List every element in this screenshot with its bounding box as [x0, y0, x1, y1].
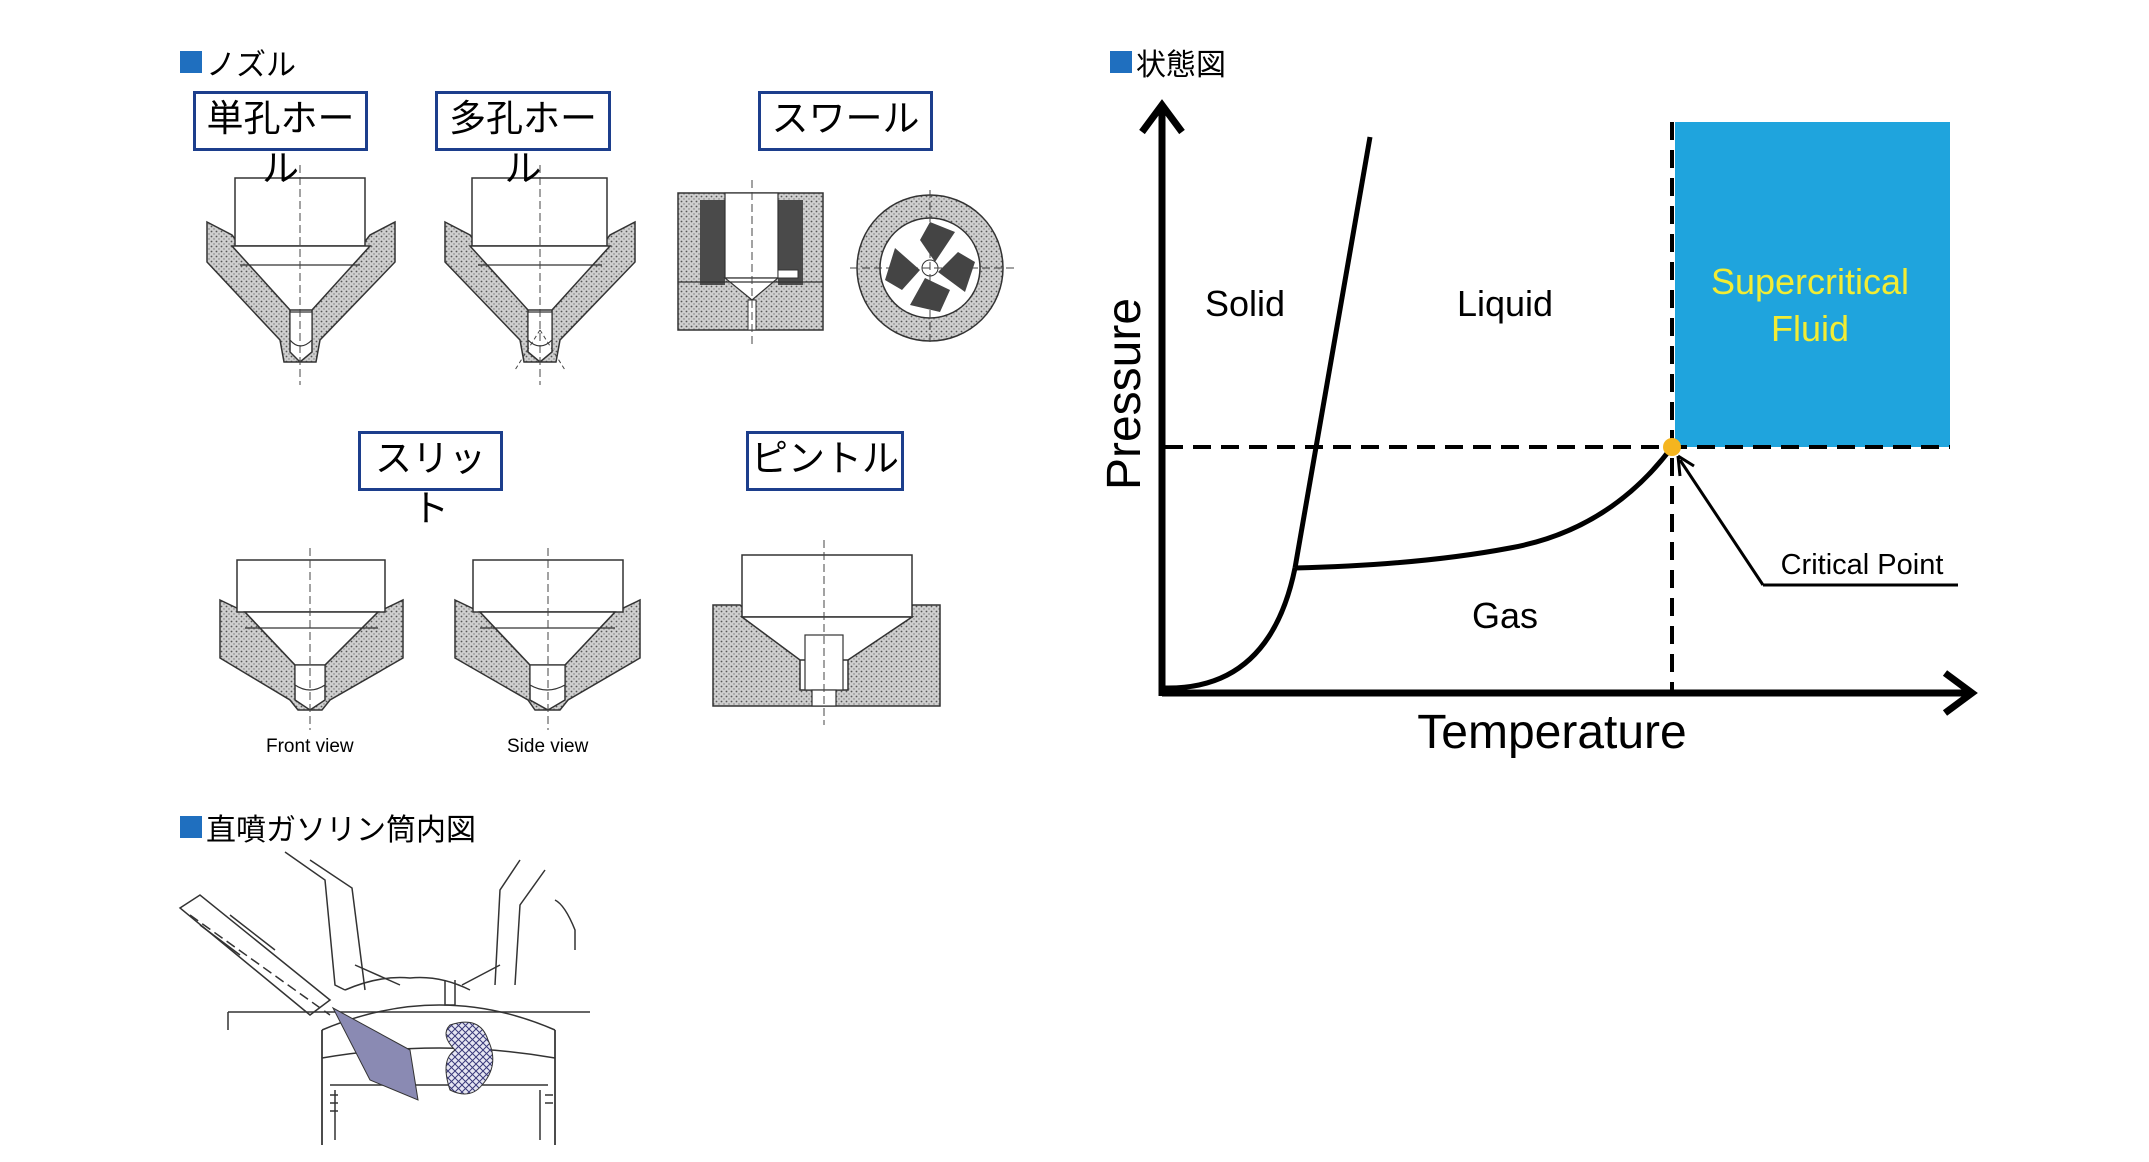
label-pintle: ピントル: [746, 431, 904, 491]
cylinder-heading-text: 直噴ガソリン筒内図: [206, 813, 476, 848]
nozzle-section-heading: ノズル: [180, 40, 296, 84]
critical-point-arrow-head: [1676, 454, 1695, 477]
solid-gas-boundary-curve: [1164, 567, 1298, 691]
label-multi-hole: 多孔ホール: [435, 91, 611, 190]
swirl-nozzle-side-drawing: [677, 180, 824, 345]
pintle-nozzle-drawing: [712, 540, 941, 725]
critical-point-marker: [1663, 438, 1681, 456]
fuel-cloud-region: [445, 1021, 494, 1095]
slit-nozzle-front-drawing: [219, 548, 404, 730]
critical-point-arrow-shaft: [1678, 459, 1765, 586]
x-axis-label: Temperature: [1417, 706, 1686, 759]
y-axis-label: Pressure: [1098, 298, 1151, 490]
cylinder-section-heading: 直噴ガソリン筒内図: [180, 805, 476, 849]
square-bullet-icon: [180, 816, 202, 838]
cylinder-cross-section-drawing: [178, 851, 590, 1145]
y-axis-arrowhead: [1139, 99, 1185, 135]
critical-point-label: Critical Point: [1781, 549, 1944, 581]
label-swirl: スワール: [758, 91, 933, 151]
label-slit: スリット: [358, 431, 503, 530]
square-bullet-icon: [180, 51, 202, 73]
square-bullet-icon: [1110, 51, 1132, 73]
phase-section-heading: 状態図: [1110, 40, 1226, 84]
region-label-liquid: Liquid: [1457, 283, 1553, 324]
front-view-label: Front view: [266, 736, 354, 757]
supercritical-region: [1675, 122, 1950, 447]
multi-hole-nozzle-drawing: [444, 165, 636, 385]
fuel-spray-cone: [331, 1006, 419, 1101]
side-view-label: Side view: [507, 736, 589, 757]
slit-nozzle-side-drawing: [454, 548, 641, 730]
nozzle-heading-text: ノズル: [206, 48, 296, 83]
region-label-solid: Solid: [1205, 283, 1285, 324]
label-single-hole: 単孔ホール: [193, 91, 368, 190]
single-hole-nozzle-drawing: [206, 165, 396, 385]
phase-heading-text: 状態図: [1136, 48, 1226, 83]
region-label-supercritical-line1: Supercritical: [1711, 261, 1909, 302]
swirl-nozzle-top-drawing: [850, 190, 1015, 345]
gas-liquid-boundary-curve: [1294, 445, 1675, 571]
region-label-supercritical-line2: Fluid: [1771, 308, 1849, 349]
x-axis-arrowhead: [1942, 670, 1978, 716]
region-label-gas: Gas: [1472, 595, 1538, 636]
solid-liquid-boundary-line: [1292, 136, 1373, 569]
phase-diagram: Solid Liquid Gas Supercritical Fluid Cri…: [1098, 99, 1978, 759]
